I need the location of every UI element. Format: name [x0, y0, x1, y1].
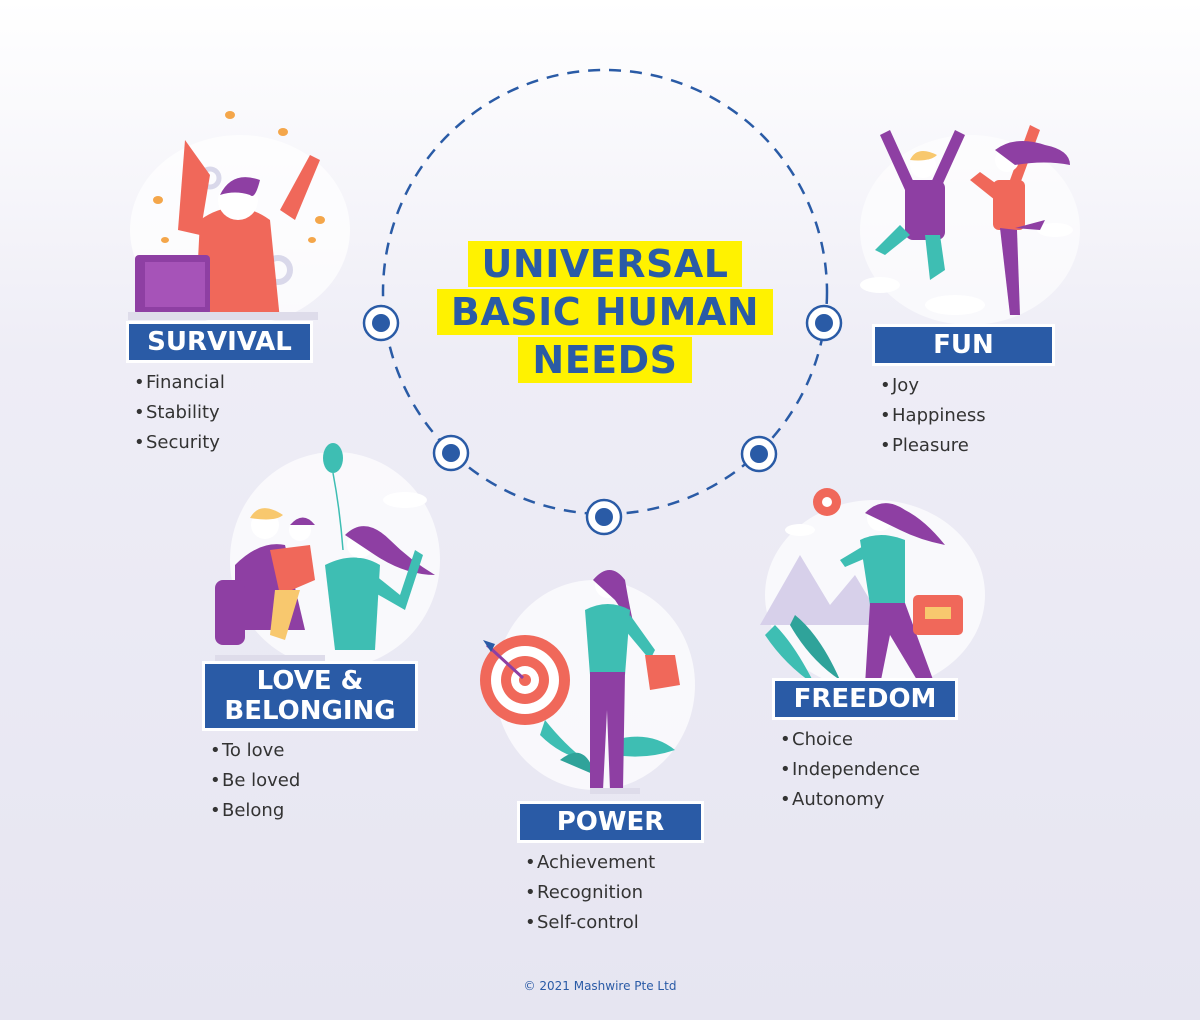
love-label-line-2: BELONGING — [224, 696, 396, 726]
list-item: •Belong — [210, 800, 285, 821]
title-line-1: UNIVERSAL — [467, 241, 743, 287]
list-item: •Stability — [134, 402, 220, 423]
power-list: •Achievement •Recognition •Self-control — [525, 848, 655, 938]
love-illustration — [215, 443, 440, 668]
fun-label: FUN — [875, 327, 1052, 363]
fun-list: •Joy •Happiness •Pleasure — [880, 371, 986, 461]
love-belonging-label: LOVE & BELONGING — [205, 664, 415, 728]
list-item: •Happiness — [880, 405, 986, 426]
circle-node-survival — [362, 304, 400, 342]
list-item: •Autonomy — [780, 789, 885, 810]
circle-node-fun — [805, 304, 843, 342]
list-item-text: Stability — [146, 402, 220, 423]
list-item-text: Happiness — [892, 405, 986, 426]
survival-label-text: SURVIVAL — [147, 327, 292, 357]
title-line-2: BASIC HUMAN — [436, 289, 774, 335]
freedom-label: FREEDOM — [775, 681, 955, 717]
list-item-text: Independence — [792, 759, 921, 780]
list-item: •Pleasure — [880, 435, 969, 456]
list-item-text: Belong — [222, 800, 285, 821]
list-item: •Achievement — [525, 852, 656, 873]
circle-node-freedom — [740, 435, 778, 473]
list-item-text: To love — [222, 740, 285, 761]
list-item: •To love — [210, 740, 285, 761]
power-label-text: POWER — [556, 807, 665, 837]
power-label: POWER — [520, 804, 701, 840]
freedom-label-text: FREEDOM — [793, 684, 937, 714]
power-illustration — [480, 570, 695, 794]
list-item-text: Recognition — [537, 882, 643, 903]
circle-node-love — [432, 434, 470, 472]
list-item-text: Pleasure — [892, 435, 969, 456]
list-item: •Security — [134, 432, 220, 453]
list-item: •Self-control — [525, 912, 639, 933]
list-item: •Joy — [880, 375, 919, 396]
dashed-circle — [381, 68, 829, 516]
title-line-3: NEEDS — [518, 337, 692, 383]
love-list: •To love •Be loved •Belong — [210, 736, 300, 826]
target-icon — [480, 635, 570, 725]
survival-illustration — [128, 111, 350, 325]
survival-list: •Financial •Stability •Security — [134, 368, 225, 458]
freedom-illustration — [760, 488, 985, 690]
list-item: •Be loved — [210, 770, 301, 791]
coins-icon — [153, 111, 325, 243]
list-item-text: Be loved — [222, 770, 301, 791]
list-item-text: Joy — [892, 375, 919, 396]
balloon-icon — [323, 443, 343, 473]
map-pin-icon — [813, 488, 841, 516]
main-title: UNIVERSAL BASIC HUMAN NEEDS — [380, 240, 830, 384]
list-item: •Financial — [134, 372, 225, 393]
list-item-text: Self-control — [537, 912, 639, 933]
freedom-list: •Choice •Independence •Autonomy — [780, 725, 920, 815]
list-item-text: Autonomy — [792, 789, 885, 810]
fun-illustration — [860, 125, 1080, 325]
copyright-footer: © 2021 Mashwire Pte Ltd — [523, 979, 677, 993]
list-item-text: Choice — [792, 729, 853, 750]
list-item-text: Financial — [146, 372, 225, 393]
list-item: •Recognition — [525, 882, 643, 903]
list-item: •Independence — [780, 759, 921, 780]
circle-node-power — [585, 498, 623, 536]
survival-label: SURVIVAL — [129, 324, 310, 360]
watering-can-icon — [645, 655, 680, 690]
love-label-line-1: LOVE & — [256, 666, 364, 696]
fun-label-text: FUN — [933, 330, 994, 360]
list-item-text: Achievement — [537, 852, 656, 873]
list-item: •Choice — [780, 729, 853, 750]
list-item-text: Security — [146, 432, 220, 453]
